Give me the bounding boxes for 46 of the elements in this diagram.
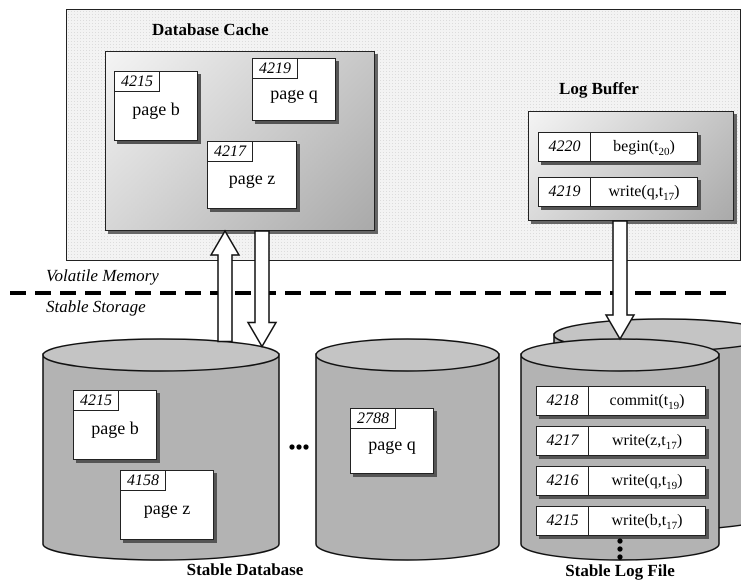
- log-entry: write(q,t$_{19}$): [610, 471, 684, 494]
- page-label: page b: [131, 99, 181, 120]
- page-box: [350, 408, 434, 474]
- page-box: [207, 141, 297, 209]
- log-record: [536, 506, 706, 536]
- section-title: Database Cache: [152, 20, 269, 40]
- page-number: 4217: [208, 142, 253, 162]
- region-label: Stable Storage: [46, 297, 146, 317]
- log-entry: write(b,t$_{17}$): [610, 511, 684, 534]
- log-entry: write(q,t$_{17}$): [608, 182, 680, 206]
- log-record: [536, 426, 706, 456]
- log-record: [538, 177, 698, 207]
- page-number: 2788: [351, 409, 396, 429]
- log-record: [536, 386, 706, 416]
- page-label: page b: [90, 418, 140, 439]
- memory-region: [66, 9, 741, 261]
- block-arrow: [246, 230, 278, 348]
- page-box: [252, 58, 336, 121]
- log-sequence-number: 4215: [537, 507, 589, 535]
- log-sequence-number: 4219: [539, 178, 591, 206]
- page-label: page z: [142, 498, 192, 519]
- page-label: page q: [367, 434, 417, 455]
- log-sequence-number: 4220: [539, 133, 591, 161]
- page-box: [73, 390, 157, 460]
- page-label: page q: [269, 82, 319, 104]
- block-arrow: [210, 230, 240, 342]
- log-sequence-number: 4216: [537, 467, 589, 495]
- log-record: [538, 132, 698, 162]
- page-number: 4158: [121, 471, 166, 491]
- page-box: [114, 71, 198, 141]
- region-label: Volatile Memory: [46, 266, 159, 286]
- log-record: [536, 466, 706, 496]
- page-number: 4215: [74, 391, 119, 411]
- log-entry: commit(t$_{19}$): [608, 391, 686, 414]
- section-title: Stable Log File: [564, 561, 676, 581]
- log-entry: begin(t$_{20}$): [612, 137, 676, 160]
- log-entry: write(z,t$_{17}$): [610, 431, 684, 454]
- block-arrow: [604, 220, 636, 340]
- log-sequence-number: 4217: [537, 427, 589, 455]
- section-title: Log Buffer: [559, 79, 639, 99]
- log-sequence-number: 4218: [537, 387, 589, 415]
- page-box: [120, 470, 214, 540]
- page-number: 4215: [115, 72, 160, 92]
- page-number: 4219: [253, 59, 298, 79]
- page-label: page z: [228, 168, 276, 189]
- storage-label: Stable Database: [186, 560, 304, 580]
